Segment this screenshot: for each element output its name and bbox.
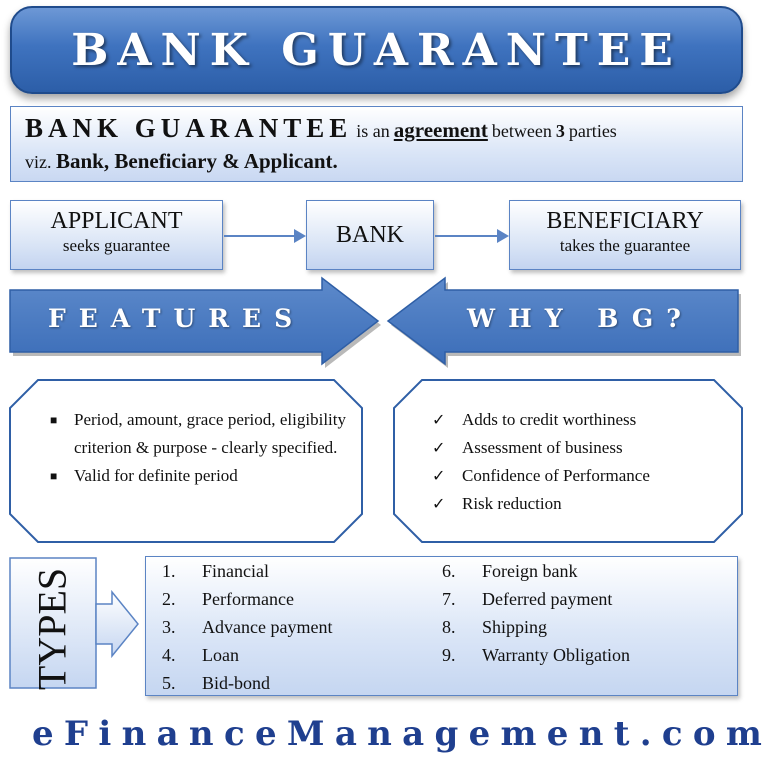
title-banner: BANK GUARANTEE	[10, 6, 743, 94]
list-item: 6. Foreign bank	[442, 557, 630, 585]
list-number: 1.	[162, 561, 176, 581]
checkmark-icon: ✓	[432, 466, 446, 485]
list-item: 4. Loan	[162, 641, 332, 669]
list-number: 5.	[162, 673, 176, 693]
applicant-role: seeks guarantee	[62, 236, 171, 255]
definition-count: 3	[555, 121, 565, 141]
list-item: ■ Valid for definite period	[50, 462, 346, 490]
checkmark-icon: ✓	[432, 438, 446, 457]
checkmark-icon: ✓	[432, 410, 446, 429]
definition-part-1: is an	[356, 121, 390, 141]
applicant-name: APPLICANT	[50, 208, 183, 234]
type-text: Warranty Obligation	[482, 645, 631, 665]
definition-term: BANK GUARANTEE	[25, 113, 353, 143]
list-item: 7. Deferred payment	[442, 585, 630, 613]
beneficiary-box: BENEFICIARY takes the guarantee	[509, 200, 741, 270]
types-title: TYPES	[29, 567, 75, 691]
why-text: Assessment of business	[462, 438, 623, 457]
list-item: 1. Financial	[162, 557, 332, 585]
list-number: 9.	[442, 645, 456, 665]
list-item: ✓ Risk reduction	[432, 490, 722, 518]
list-number: 8.	[442, 617, 456, 637]
type-text: Performance	[202, 589, 294, 609]
arrow-right-icon	[294, 229, 306, 243]
list-number: 7.	[442, 589, 456, 609]
features-list: ■ Period, amount, grace period, eligibili…	[50, 406, 346, 490]
why-bg-list: ✓ Adds to credit worthiness ✓ Assessment o…	[432, 406, 722, 518]
why-text: Confidence of Performance	[462, 466, 650, 485]
bank-name: BANK	[335, 222, 404, 248]
features-label: FEATURES	[48, 304, 306, 333]
square-bullet-icon: ■	[50, 469, 58, 483]
types-box: 1. Financial 2. Performance 3. Advance paym…	[145, 556, 738, 696]
applicant-to-bank-connector	[224, 235, 296, 237]
type-text: Foreign bank	[482, 561, 578, 581]
why-text: Adds to credit worthiness	[462, 410, 637, 429]
type-text: Shipping	[482, 617, 548, 637]
list-item: 9. Warranty Obligation	[442, 641, 630, 669]
list-number: 2.	[162, 589, 176, 609]
definition-part-2: between	[491, 121, 552, 141]
square-bullet-icon: ■	[50, 413, 58, 427]
feature-text: Period, amount, grace period, eligibilit…	[74, 410, 346, 457]
why-arrow	[386, 276, 741, 368]
list-number: 6.	[442, 561, 456, 581]
list-item: ■ Period, amount, grace period, eligibili…	[50, 406, 346, 462]
features-arrow	[9, 276, 381, 368]
why-text: Risk reduction	[462, 494, 562, 513]
list-number: 3.	[162, 617, 176, 637]
why-bg-label: WHY BG?	[467, 304, 694, 333]
section-arrows	[9, 276, 741, 368]
definition-part-3: parties	[568, 121, 617, 141]
bank-to-beneficiary-connector	[435, 235, 499, 237]
definition-parties: Bank, Beneficiary & Applicant.	[56, 149, 338, 173]
site-footer[interactable]: eFinanceManagement.com	[32, 714, 766, 754]
type-text: Advance payment	[202, 617, 333, 637]
list-item: ✓ Assessment of business	[432, 434, 722, 462]
why-bg-panel	[393, 379, 743, 543]
page-title: BANK GUARANTEE	[71, 24, 682, 76]
applicant-box: APPLICANT seeks guarantee	[10, 200, 223, 270]
feature-text: Valid for definite period	[74, 466, 238, 485]
type-text: Deferred payment	[482, 589, 613, 609]
list-item: 8. Shipping	[442, 613, 630, 641]
definition-prefix: viz.	[25, 152, 52, 172]
features-panel	[9, 379, 363, 543]
list-number: 4.	[162, 645, 176, 665]
list-item: ✓ Confidence of Performance	[432, 462, 722, 490]
types-list-right: 6. Foreign bank 7. Deferred payment 8. Ship…	[442, 557, 630, 669]
type-text: Financial	[202, 561, 269, 581]
types-list-left: 1. Financial 2. Performance 3. Advance paym…	[162, 557, 332, 697]
definition-keyword: agreement	[393, 118, 488, 142]
definition-line-1: BANK GUARANTEE is an agreement between 3…	[25, 113, 728, 149]
list-item: 2. Performance	[162, 585, 332, 613]
type-text: Bid-bond	[202, 673, 271, 693]
definition-line-2: viz. Bank, Beneficiary & Applicant.	[25, 149, 728, 174]
type-text: Loan	[202, 645, 239, 665]
list-item: 3. Advance payment	[162, 613, 332, 641]
types-label: TYPES	[16, 567, 88, 691]
beneficiary-name: BENEFICIARY	[546, 208, 704, 234]
definition-box: BANK GUARANTEE is an agreement between 3…	[10, 106, 743, 182]
list-item: ✓ Adds to credit worthiness	[432, 406, 722, 434]
checkmark-icon: ✓	[432, 494, 446, 513]
list-item: 5. Bid-bond	[162, 669, 332, 697]
beneficiary-role: takes the guarantee	[559, 236, 691, 255]
bank-box: BANK	[306, 200, 434, 270]
types-arrow	[9, 557, 139, 689]
arrow-right-icon	[497, 229, 509, 243]
